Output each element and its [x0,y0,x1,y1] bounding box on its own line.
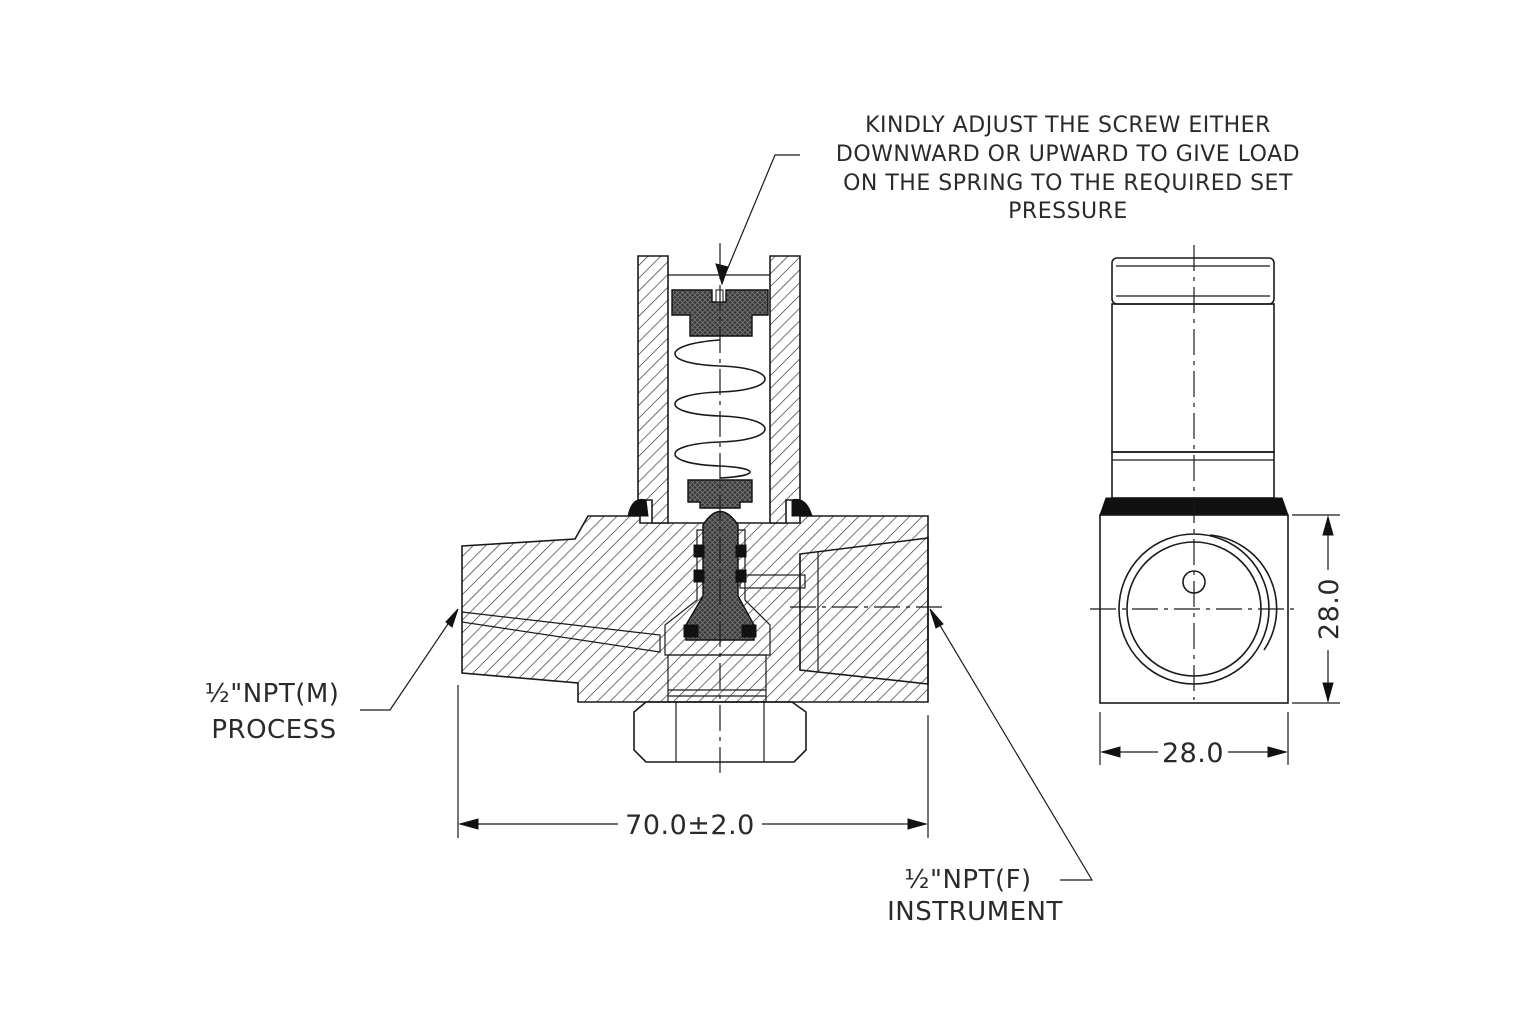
instrument-thread-label: ½"NPT(F) [904,865,1031,895]
note-line-2: DOWNWARD OR UPWARD TO GIVE LOAD [836,142,1300,167]
side-view [1090,245,1300,704]
side-height-label: 28.0 [1314,578,1345,640]
process-port-callout: ½"NPT(M) PROCESS [205,608,459,745]
instrument-name-label: INSTRUMENT [887,897,1063,927]
note-line-1: KINDLY ADJUST THE SCREW EITHER [865,113,1271,138]
hex-plug [633,701,807,763]
front-section-view [461,243,942,775]
process-thread-label: ½"NPT(M) [205,679,340,709]
adjusting-screw [671,289,769,337]
adjustment-note: KINDLY ADJUST THE SCREW EITHER DOWNWARD … [836,113,1300,224]
note-line-3: ON THE SPRING TO THE REQUIRED SET [843,171,1293,196]
instrument-port-callout: ½"NPT(F) INSTRUMENT [887,608,1094,927]
weld-left [627,498,649,517]
bonnet-right-wall [769,255,801,524]
overall-length-dimension: 70.0±2.0 [457,685,929,841]
side-height-dimension: 28.0 [1292,514,1345,704]
overall-length-label: 70.0±2.0 [625,810,755,841]
spring-button [687,479,753,509]
note-line-4: PRESSURE [1008,199,1128,224]
process-name-label: PROCESS [211,715,336,745]
note-leader-line [721,154,800,283]
note-leader-arrow [715,263,729,286]
weld-right [791,498,813,517]
bonnet-left-wall [637,255,669,524]
side-width-dimension: 28.0 [1099,712,1289,769]
inlet-bore [461,611,661,653]
side-width-label: 28.0 [1162,738,1224,769]
